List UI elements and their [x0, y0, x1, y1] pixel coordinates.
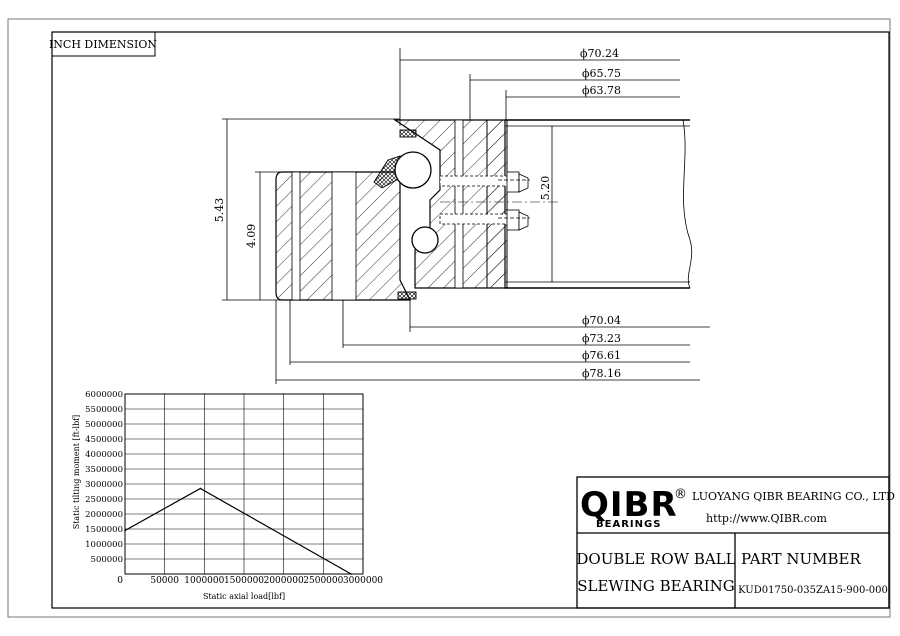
bearing-cross-section	[275, 119, 693, 301]
chart-y-tick: 6000000	[85, 390, 123, 400]
product-line-1: DOUBLE ROW BALL	[576, 550, 735, 568]
dim-d6: ϕ76.61	[582, 349, 621, 362]
dim-d3: ϕ63.78	[582, 84, 621, 97]
chart-x-tick: 1500000	[224, 576, 264, 586]
bottom-dimension-lines	[275, 300, 710, 384]
chart-x-tick: 2500000	[303, 576, 343, 586]
inner-border	[51, 31, 890, 609]
dim-h-inner: 5.20	[539, 176, 552, 201]
chart-y-tick: 5000000	[85, 420, 123, 430]
chart-y-tick: 1500000	[85, 525, 123, 535]
chart-y-label: Static tilting moment [ft-lbf]	[72, 415, 81, 530]
chart-y-tick: 2500000	[85, 495, 123, 505]
registered-mark: ®	[674, 487, 687, 502]
qibr-logo: QIBR	[580, 485, 678, 525]
chart-x-tick: 1000000	[184, 576, 224, 586]
chart-series-line	[124, 487, 352, 575]
dim-d7: ϕ78.16	[582, 367, 621, 380]
chart-point	[124, 529, 126, 532]
product-line-2: SLEWING BEARING	[577, 577, 735, 595]
chart-y-tick: 1000000	[85, 540, 123, 550]
vertical-dimension-lines	[222, 118, 553, 301]
dim-d4: ϕ70.04	[582, 314, 621, 327]
chart-x-label: Static axial load[lbf]	[203, 592, 285, 601]
logo-subtitle: BEARINGS	[596, 519, 661, 530]
chart-x-tick: 2000000	[264, 576, 304, 586]
chart-y-tick: 5500000	[85, 405, 123, 415]
chart-x-tick: 0	[117, 576, 123, 586]
part-number-label: PART NUMBER	[741, 550, 861, 568]
unit-label: INCH DIMENSION	[49, 38, 157, 51]
chart-y-tick: 500000	[91, 555, 123, 565]
dim-h-outer: 4.09	[245, 224, 258, 249]
dim-d1: ϕ70.24	[580, 47, 619, 60]
part-number: KUD01750-035ZA15-900-000	[738, 585, 888, 596]
chart-y-tick: 4500000	[85, 435, 123, 445]
company-website: http://www.QIBR.com	[706, 512, 828, 525]
dim-h-total: 5.43	[213, 198, 226, 223]
dim-d2: ϕ65.75	[582, 67, 621, 80]
chart-y-tick: 2000000	[85, 510, 123, 520]
unit-box	[51, 31, 156, 57]
chart-y-tick: 3500000	[85, 465, 123, 475]
chart-y-tick: 4000000	[85, 450, 123, 460]
top-dimension-lines	[399, 48, 680, 126]
dim-d5: ϕ73.23	[582, 332, 621, 345]
outer-border	[7, 18, 891, 618]
chart-x-tick: 3000000	[343, 576, 383, 586]
chart-point	[199, 487, 202, 490]
chart-y-tick: 3000000	[85, 480, 123, 490]
chart-point	[350, 573, 352, 575]
title-block	[576, 476, 890, 609]
chart-x-tick: 50000	[150, 576, 179, 586]
company-name: LUOYANG QIBR BEARING CO., LTD	[692, 490, 895, 503]
